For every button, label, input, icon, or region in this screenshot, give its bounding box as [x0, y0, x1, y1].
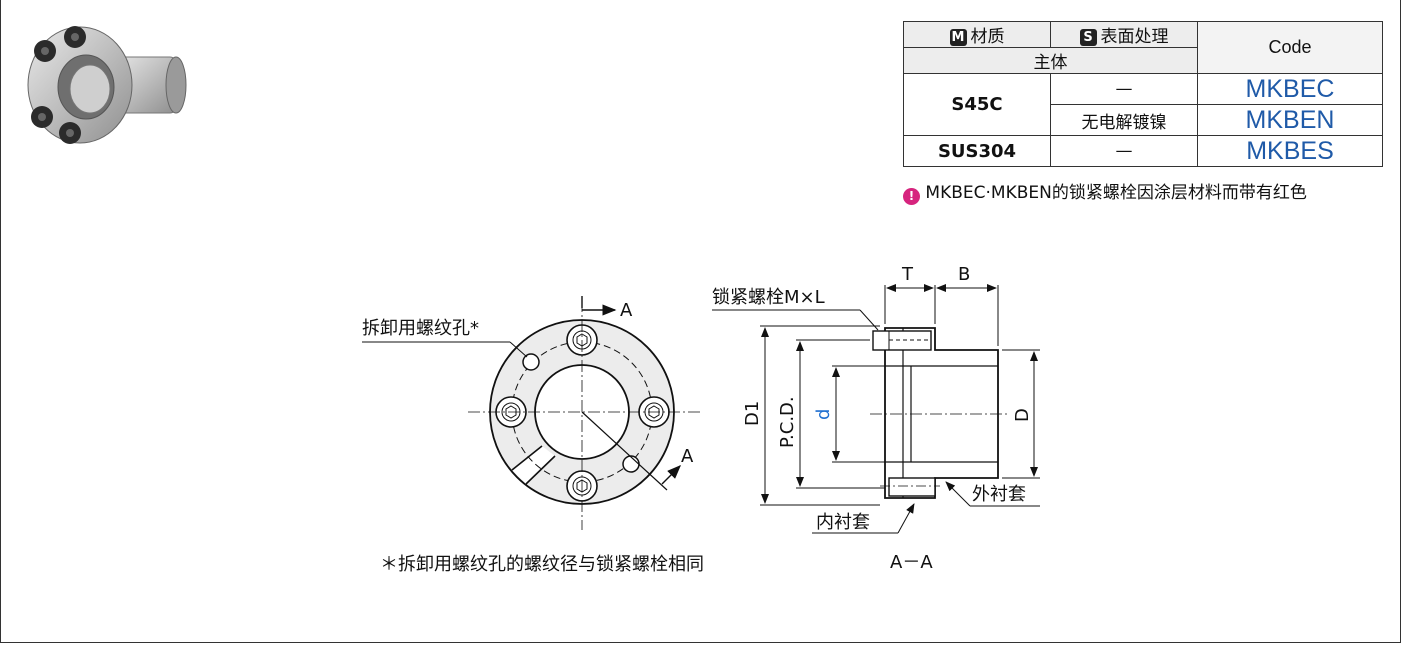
dim-d: d — [813, 409, 834, 420]
removal-hole-icon — [522, 353, 540, 371]
removal-hole-label: 拆卸用螺纹孔* — [362, 318, 479, 339]
section-title: A－A — [890, 552, 933, 573]
section-label-bottom: A — [681, 446, 694, 467]
surface-cell: — — [1050, 135, 1198, 167]
alert-icon: ! — [903, 188, 920, 205]
removal-hole-icon — [622, 455, 640, 473]
front-view — [362, 296, 700, 530]
dim-pcd: P.C.D. — [777, 396, 798, 448]
section-view — [712, 284, 1040, 534]
outer-sleeve-label: 外衬套 — [972, 484, 1026, 505]
code-mkbec[interactable]: MKBEC — [1197, 73, 1383, 105]
dim-t: T — [901, 264, 914, 285]
footnote: ＊拆卸用螺纹孔的螺纹径与锁紧螺栓相同 — [380, 554, 704, 575]
coating-note-text: MKBEC·MKBEN的锁紧螺栓因涂层材料而带有红色 — [925, 183, 1307, 203]
header-body: 主体 — [903, 47, 1198, 74]
lock-bolt-label: 锁紧螺栓M×L — [712, 287, 825, 308]
surface-cell: — — [1050, 73, 1198, 105]
code-mkbes[interactable]: MKBES — [1197, 135, 1383, 167]
dim-d1: D1 — [742, 401, 763, 426]
section-label-top: A — [620, 300, 633, 321]
code-mkben[interactable]: MKBEN — [1197, 104, 1383, 136]
surface-cell: 无电解镀镍 — [1050, 104, 1198, 136]
material-badge: M — [949, 28, 967, 46]
dim-d-outer: D — [1012, 408, 1033, 422]
material-s45c: S45C — [903, 73, 1051, 136]
product-photo — [27, 26, 187, 144]
surface-badge: S — [1079, 28, 1097, 46]
inner-sleeve-label: 内衬套 — [816, 512, 870, 533]
header-code: Code — [1197, 21, 1383, 74]
coating-note: ! MKBEC·MKBEN的锁紧螺栓因涂层材料而带有红色 — [903, 178, 1307, 205]
dim-b: B — [958, 264, 970, 285]
material-sus304: SUS304 — [903, 135, 1051, 167]
